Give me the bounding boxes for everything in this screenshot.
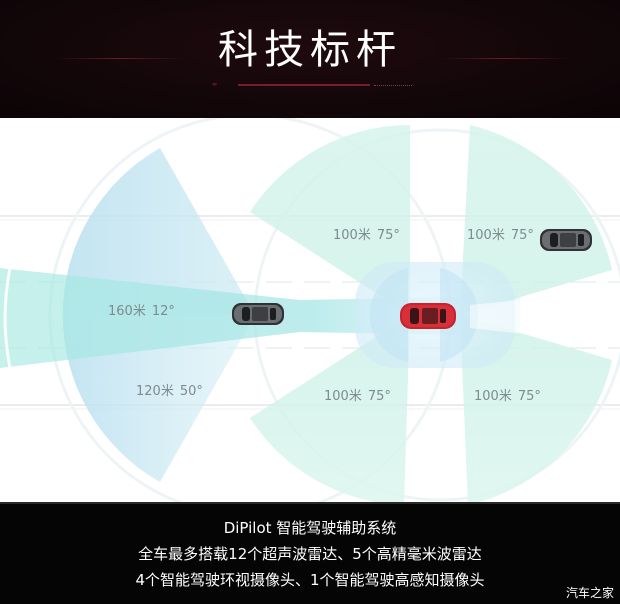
caption-radar-count: 全车最多搭载12个超声波雷达、5个高精毫米波雷达 bbox=[138, 545, 482, 563]
corner-fan-rear-left bbox=[250, 315, 410, 502]
watermark-logo: 汽车之家 bbox=[565, 586, 614, 600]
range-value: 120米 bbox=[136, 384, 174, 399]
sensor-label-rear-left: 100米 75° bbox=[324, 389, 391, 405]
angle-value: 75° bbox=[376, 228, 400, 243]
ego-car bbox=[400, 303, 456, 329]
sensor-label-front-right: 100米 75° bbox=[467, 228, 534, 244]
corner-fan-rear-right bbox=[460, 315, 612, 502]
sensor-label-rear-wide: 120米 50° bbox=[136, 384, 203, 400]
angle-value: 50° bbox=[179, 384, 203, 399]
header-banner: 科技标杆 ››› bbox=[0, 0, 620, 118]
corner-fan-front-right bbox=[460, 125, 612, 315]
chevrons-icon: ››› bbox=[212, 81, 217, 88]
range-value: 100米 bbox=[324, 389, 362, 404]
header-right-rule bbox=[440, 58, 570, 59]
sensor-label-front-left: 100米 75° bbox=[333, 228, 400, 244]
range-value: 160米 bbox=[108, 304, 146, 319]
angle-value: 75° bbox=[367, 389, 391, 404]
sensor-label-long-range: 160米 12° bbox=[108, 304, 175, 320]
header-left-rule bbox=[55, 58, 185, 59]
sensor-label-rear-right: 100米 75° bbox=[474, 389, 541, 405]
range-value: 100米 bbox=[474, 389, 512, 404]
caption-system-name: DiPilot 智能驾驶辅助系统 bbox=[223, 519, 397, 537]
car-left bbox=[232, 303, 284, 325]
corner-fan-front-left bbox=[250, 124, 410, 315]
caption-footer: DiPilot 智能驾驶辅助系统 全车最多搭载12个超声波雷达、5个高精毫米波雷… bbox=[0, 502, 620, 604]
coverage-graphic bbox=[0, 118, 620, 502]
angle-value: 75° bbox=[510, 228, 534, 243]
title-underline bbox=[238, 84, 370, 86]
angle-value: 75° bbox=[517, 389, 541, 404]
range-value: 100米 bbox=[467, 228, 505, 243]
caption-camera-count: 4个智能驾驶环视摄像头、1个智能驾驶高感知摄像头 bbox=[135, 571, 485, 589]
range-value: 100米 bbox=[333, 228, 371, 243]
car-top-right bbox=[540, 229, 592, 251]
title-underline-dotted bbox=[374, 85, 412, 87]
angle-value: 12° bbox=[151, 304, 175, 319]
page-title: 科技标杆 bbox=[218, 27, 402, 73]
